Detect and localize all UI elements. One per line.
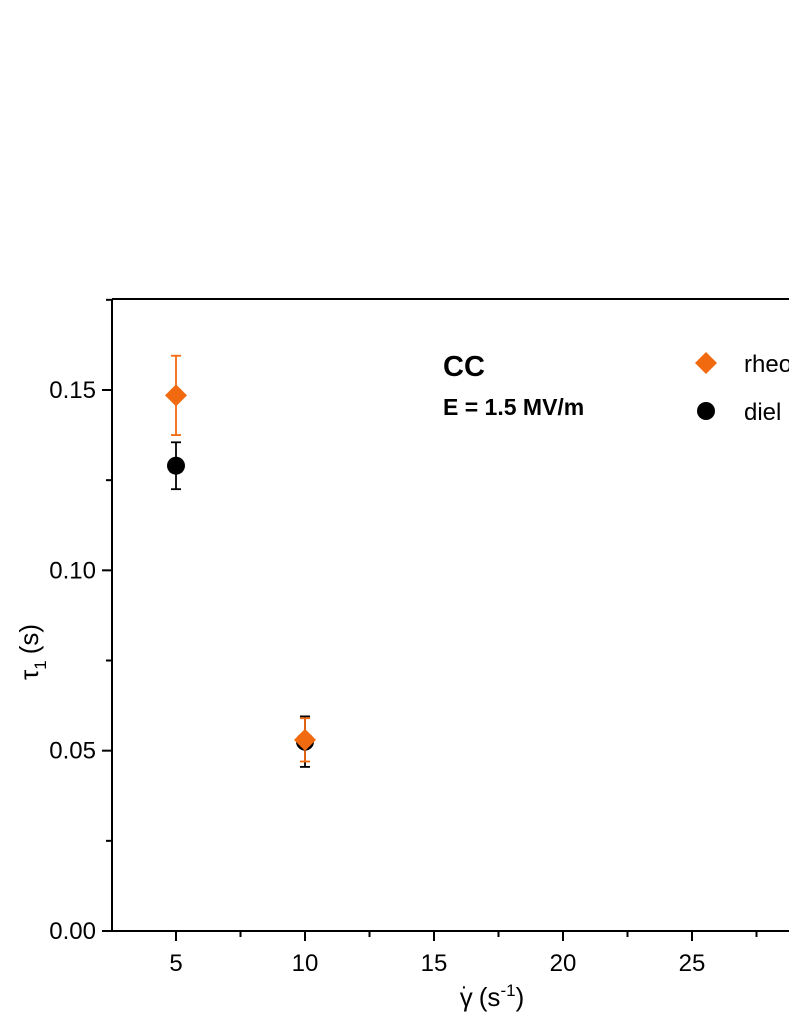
y-axis-ticks: 0.00 0.05 0.10 0.15 <box>49 298 112 945</box>
annotation-sub: E = 1.5 MV/m <box>443 394 584 420</box>
legend: rheo diel <box>695 351 789 426</box>
x-axis-ticks: 5 10 15 20 25 <box>169 931 758 977</box>
data-point-rheo <box>294 728 316 751</box>
x-axis-title-dot: · <box>461 976 468 998</box>
y-axis-title: τ1 (s) <box>14 624 50 680</box>
y-axis-title-unit: (s) <box>14 624 44 654</box>
data-point-diel <box>167 456 185 475</box>
legend-label-rheo: rheo <box>744 351 789 378</box>
x-tick-label: 15 <box>421 950 448 977</box>
y-tick-label: 0.00 <box>49 918 96 945</box>
y-tick-label: 0.15 <box>49 377 96 404</box>
y-axis-title-sub: 1 <box>31 660 50 669</box>
x-axis-title-symbol: γ <box>460 982 473 1012</box>
x-tick-label: 25 <box>679 950 706 977</box>
legend-marker-rheo <box>695 352 717 374</box>
data-point-rheo <box>165 384 187 407</box>
annotation: CC E = 1.5 MV/m <box>443 351 584 420</box>
annotation-main: CC <box>443 351 485 383</box>
x-tick-label: 5 <box>169 950 182 977</box>
plot-frame <box>111 298 789 932</box>
y-axis-title-symbol: τ <box>14 669 44 680</box>
x-axis-title-exp: -1 <box>500 981 515 1000</box>
x-axis-title-text: γ(s-1) <box>460 981 524 1012</box>
y-tick-label: 0.10 <box>49 557 96 584</box>
legend-marker-diel <box>697 402 715 420</box>
x-axis-title-open: (s <box>479 982 501 1012</box>
error-bars <box>171 354 310 768</box>
legend-label-diel: diel <box>744 399 781 426</box>
x-tick-label: 20 <box>550 950 577 977</box>
y-tick-label: 0.05 <box>49 738 96 765</box>
x-tick-label: 10 <box>292 950 319 977</box>
x-axis-title: · γ(s-1) <box>460 976 524 1012</box>
x-axis-title-close: ) <box>516 982 525 1012</box>
data-markers <box>165 384 316 751</box>
